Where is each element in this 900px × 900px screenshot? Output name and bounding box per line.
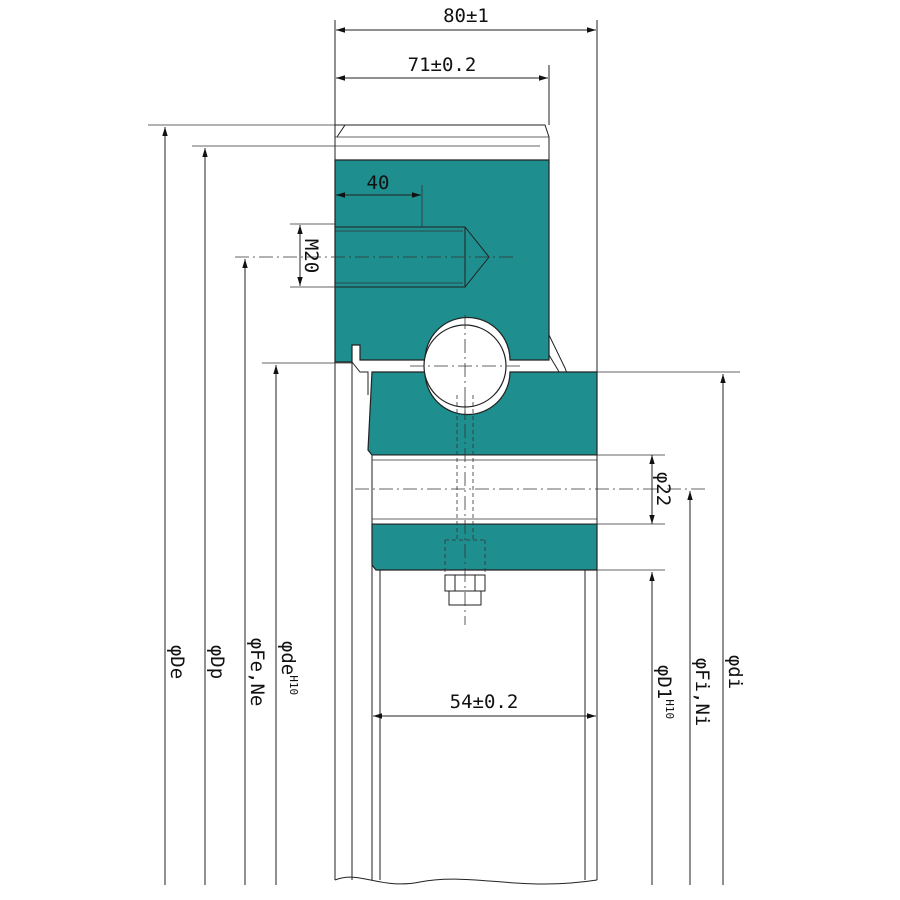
hole-callout: φ22 — [649, 455, 674, 524]
diameter-label-Fi-Ni: φFi,Ni — [691, 658, 713, 727]
diameter-label-Dp: φDp — [206, 645, 228, 679]
diameter-label-D1: φD1H10 — [653, 665, 676, 719]
outer-ring-width-label: 71±0.2 — [408, 54, 477, 76]
extension-lines — [148, 124, 740, 571]
left-diameter-leaders: φDe φDp φFe,Ne φdeH10 — [162, 127, 300, 885]
thread-callout: M20 — [297, 225, 322, 286]
inner-ring-width-label: 54±0.2 — [450, 691, 519, 713]
filling-plug — [444, 395, 486, 625]
inner-ring-section — [351, 361, 598, 571]
diameter-label-de: φdeH10 — [277, 641, 300, 695]
inner-ring-upper-body — [367, 371, 598, 456]
ring-walls — [334, 20, 598, 885]
rolling-ball — [410, 315, 520, 420]
overall-width-label: 80±1 — [443, 5, 489, 27]
inner-ring-lower-body — [371, 523, 598, 571]
diameter-label-di: φdi — [724, 655, 746, 689]
hole-diameter-label: φ22 — [652, 472, 674, 506]
thread-depth-label: 40 — [367, 172, 390, 194]
diameter-label-De: φDe — [166, 645, 188, 679]
diameter-label-Fe-Ne: φFe,Ne — [246, 638, 268, 707]
width-dimensions: 80±1 71±0.2 40 54±0.2 — [336, 5, 596, 719]
thread-label: M20 — [300, 239, 322, 273]
right-diameter-leaders: φD1H10 φFi,Ni φdi — [649, 374, 746, 885]
